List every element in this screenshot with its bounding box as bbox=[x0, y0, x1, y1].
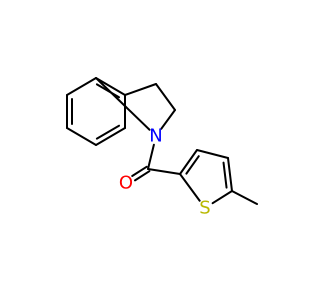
bond-t4-t5-inner bbox=[222, 161, 228, 189]
bond-a5-a7 bbox=[124, 83, 157, 96]
atom-label-s: S bbox=[199, 198, 210, 219]
bond-n1-c1 bbox=[147, 143, 155, 170]
bonds-layer bbox=[66, 77, 258, 205]
bond-t5-s1 bbox=[211, 190, 233, 205]
atom-labels-layer: N O S bbox=[119, 126, 211, 219]
bond-a8-n1 bbox=[160, 109, 176, 130]
atom-label-o: O bbox=[119, 173, 133, 194]
atom-label-n: N bbox=[149, 126, 162, 147]
bond-c1-o1-a bbox=[131, 165, 148, 177]
bond-s1-t2 bbox=[179, 173, 201, 202]
bond-a3-a4 bbox=[95, 127, 126, 146]
bond-a3-a4-inner bbox=[95, 124, 121, 140]
bond-c1-t2 bbox=[147, 168, 181, 175]
bond-n1-a6 bbox=[95, 77, 151, 131]
bond-t4-t5 bbox=[227, 157, 233, 192]
bond-a7-a8 bbox=[155, 83, 176, 111]
bond-c1-o1-b bbox=[133, 170, 151, 182]
bond-a5-a6 bbox=[95, 77, 126, 96]
bond-a6-a1 bbox=[66, 77, 97, 96]
bond-t2-t3-inner bbox=[185, 155, 200, 175]
bond-t5-me bbox=[231, 190, 258, 205]
bond-a2-a3 bbox=[66, 127, 97, 146]
bond-t3-t4 bbox=[196, 149, 229, 159]
bond-t2-t3 bbox=[179, 149, 198, 175]
molecule-structure: N O S bbox=[66, 77, 258, 219]
